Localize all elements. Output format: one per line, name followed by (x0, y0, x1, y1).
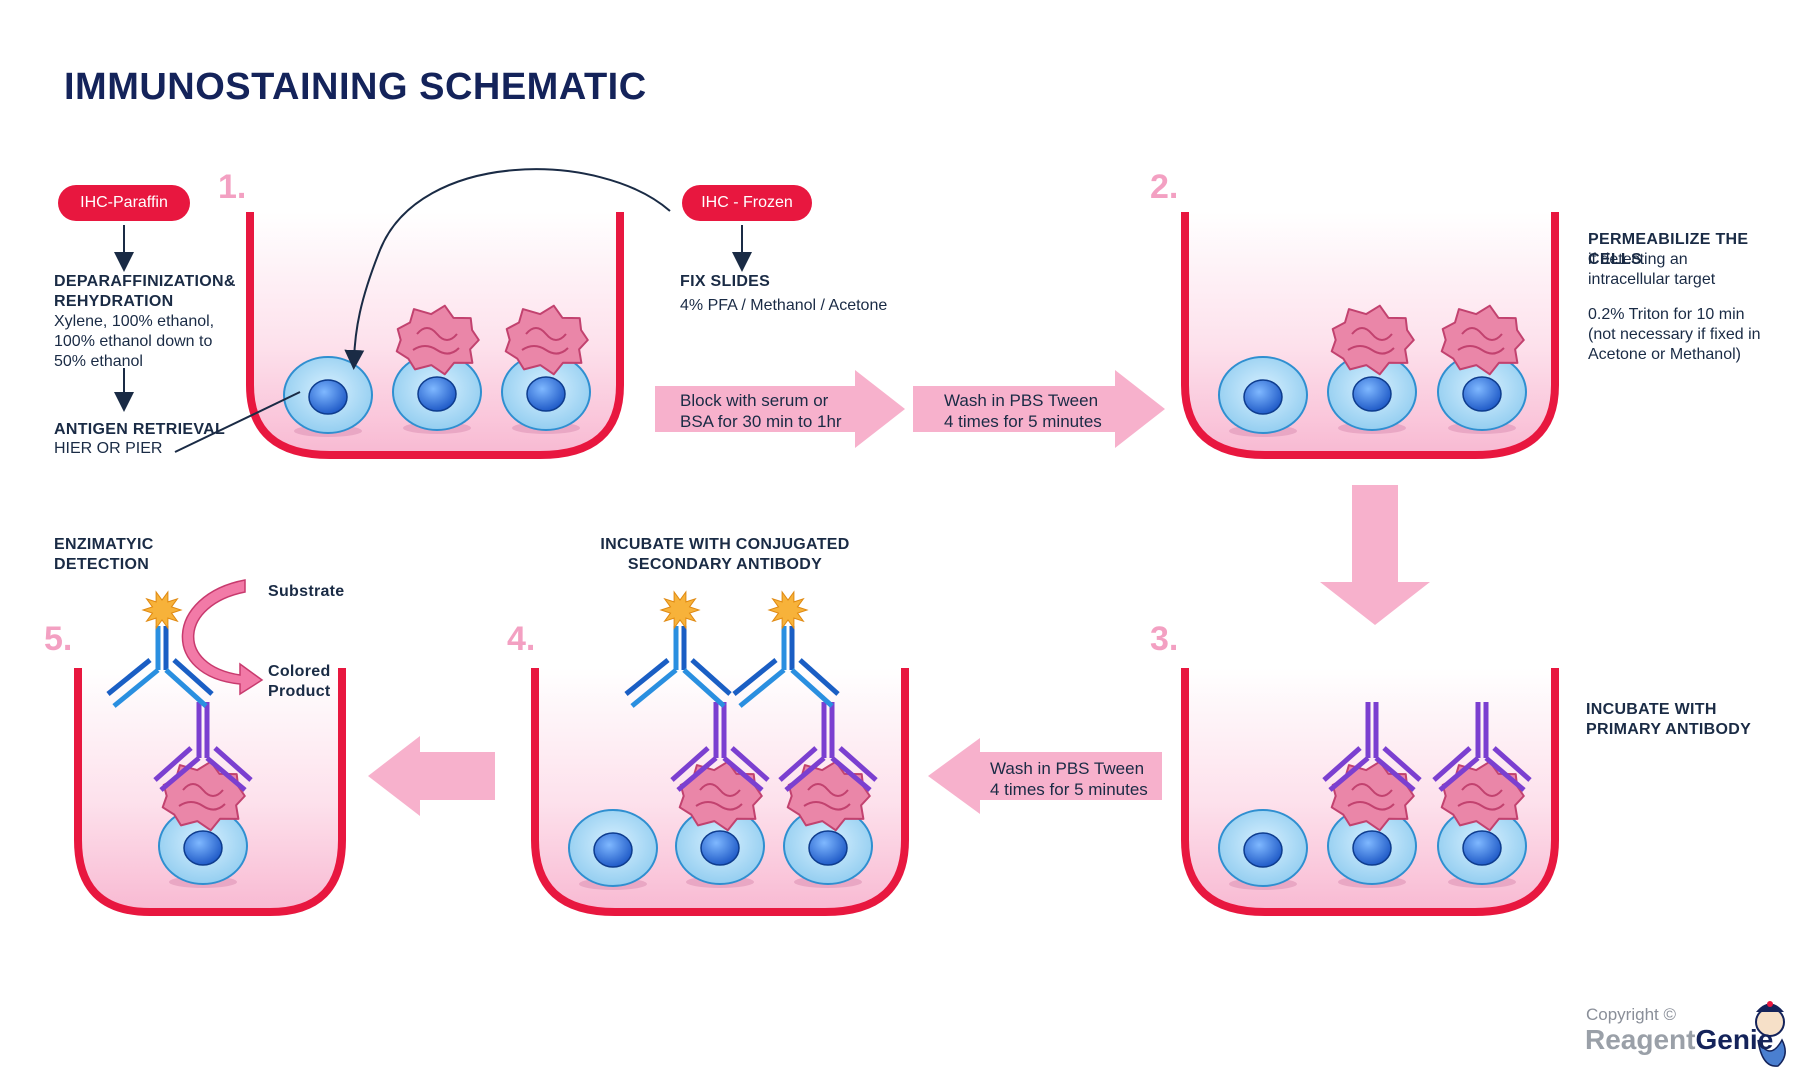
antigen-retrieval-body: HIER OR PIER (54, 440, 163, 457)
cell-w2-1 (1218, 356, 1308, 437)
flow-arrow-left (368, 736, 495, 816)
antigen-w4-2 (786, 760, 871, 832)
logo-reagent: Reagent (1585, 1024, 1696, 1055)
antigen-w3-1 (1330, 760, 1415, 832)
antigen-w2-1 (1330, 304, 1415, 376)
antibodies-layer (106, 590, 1532, 792)
cell-w4-2 (675, 807, 765, 888)
reagentgenie-logo: ReagentGenie (1585, 1022, 1773, 1057)
logo-genie: Genie (1695, 1024, 1774, 1055)
primary-antibody-w4-1 (670, 702, 770, 792)
step-number-2: 2. (1150, 168, 1179, 206)
primary-antibody-w5-1 (153, 702, 253, 792)
cell-w1-2 (392, 353, 482, 434)
flow-arrow-wash2 (928, 738, 1162, 814)
antigen-pointer-line (174, 391, 301, 453)
substrate-product-arrow (181, 579, 264, 696)
permeabilize-body-1: if detecting an intracellular target (1588, 251, 1716, 288)
enzymatic-detection-heading: ENZIMATYIC DETECTION (54, 536, 154, 573)
antigen-w1-1 (395, 304, 480, 376)
deparaffinization-body: Xylene, 100% ethanol, 100% ethanol down … (54, 313, 215, 370)
secondary-antibody-w5-1 (106, 626, 214, 708)
step-number-1: 1. (218, 168, 247, 206)
antigen-w4-1 (678, 760, 763, 832)
cell-w2-2 (1327, 353, 1417, 434)
enzyme-w4-1 (659, 590, 701, 630)
ihc-frozen-badge: IHC - Frozen (682, 185, 812, 221)
antigen-w2-2 (1440, 304, 1525, 376)
wash-step-label-1: Wash in PBS Tween 4 times for 5 minutes (944, 391, 1102, 432)
cell-w4-3 (783, 807, 873, 888)
step-number-4: 4. (507, 620, 536, 658)
antigen-w1-2 (504, 304, 589, 376)
primary-antibody-w4-2 (778, 702, 878, 792)
enzyme-w5-1 (141, 590, 183, 630)
cell-w3-2 (1327, 807, 1417, 888)
cell-w4-1 (568, 809, 658, 890)
flow-arrow-down (1320, 485, 1430, 625)
flow-arrow-wash1 (913, 370, 1165, 448)
cell-w5-1 (158, 807, 248, 888)
cells-layer (158, 304, 1527, 890)
cell-w3-1 (1218, 809, 1308, 890)
primary-antibody-w3-1 (1322, 702, 1422, 792)
genie-mascot-icon (1755, 1001, 1786, 1067)
antigen-retrieval-heading: ANTIGEN RETRIEVAL (54, 421, 226, 438)
frozen-curve-pointer (344, 168, 671, 370)
deparaffinization-heading: DEPARAFFINIZATION& REHYDRATION (54, 273, 236, 310)
antigen-w5-1 (161, 760, 246, 832)
cell-w2-3 (1437, 353, 1527, 434)
step-number-5: 5. (44, 620, 73, 658)
colored-product-label: Colored Product (268, 663, 331, 700)
fix-slides-heading: FIX SLIDES (680, 273, 771, 290)
secondary-antibody-heading: INCUBATE WITH CONJUGATED SECONDARY ANTIB… (600, 536, 850, 573)
flow-arrow-block (655, 370, 905, 448)
cell-w1-1 (283, 356, 373, 437)
primary-antibody-heading: INCUBATE WITH PRIMARY ANTIBODY (1586, 701, 1752, 738)
fix-slides-body: 4% PFA / Methanol / Acetone (680, 297, 888, 314)
wash-step-label-2: Wash in PBS Tween 4 times for 5 minutes (990, 759, 1148, 800)
copyright-text: Copyright © (1586, 1005, 1677, 1024)
ihc-paraffin-badge: IHC-Paraffin (58, 185, 190, 221)
primary-antibody-w3-2 (1432, 702, 1532, 792)
permeabilize-heading: PERMEABILIZE THE CELLS (1588, 231, 1749, 268)
block-step-label: Block with serum or BSA for 30 min to 1h… (680, 391, 842, 432)
secondary-antibody-w4-2 (732, 626, 840, 708)
substrate-label: Substrate (268, 583, 345, 600)
page-title: IMMUNOSTAINING SCHEMATIC (64, 66, 647, 108)
enzyme-w4-2 (767, 590, 809, 630)
step-number-3: 3. (1150, 620, 1179, 658)
permeabilize-body-2: 0.2% Triton for 10 min (not necessary if… (1588, 306, 1761, 363)
cell-w3-3 (1437, 807, 1527, 888)
antigen-w3-2 (1440, 760, 1525, 832)
secondary-antibody-w4-1 (624, 626, 732, 708)
cell-w1-3 (501, 353, 591, 434)
